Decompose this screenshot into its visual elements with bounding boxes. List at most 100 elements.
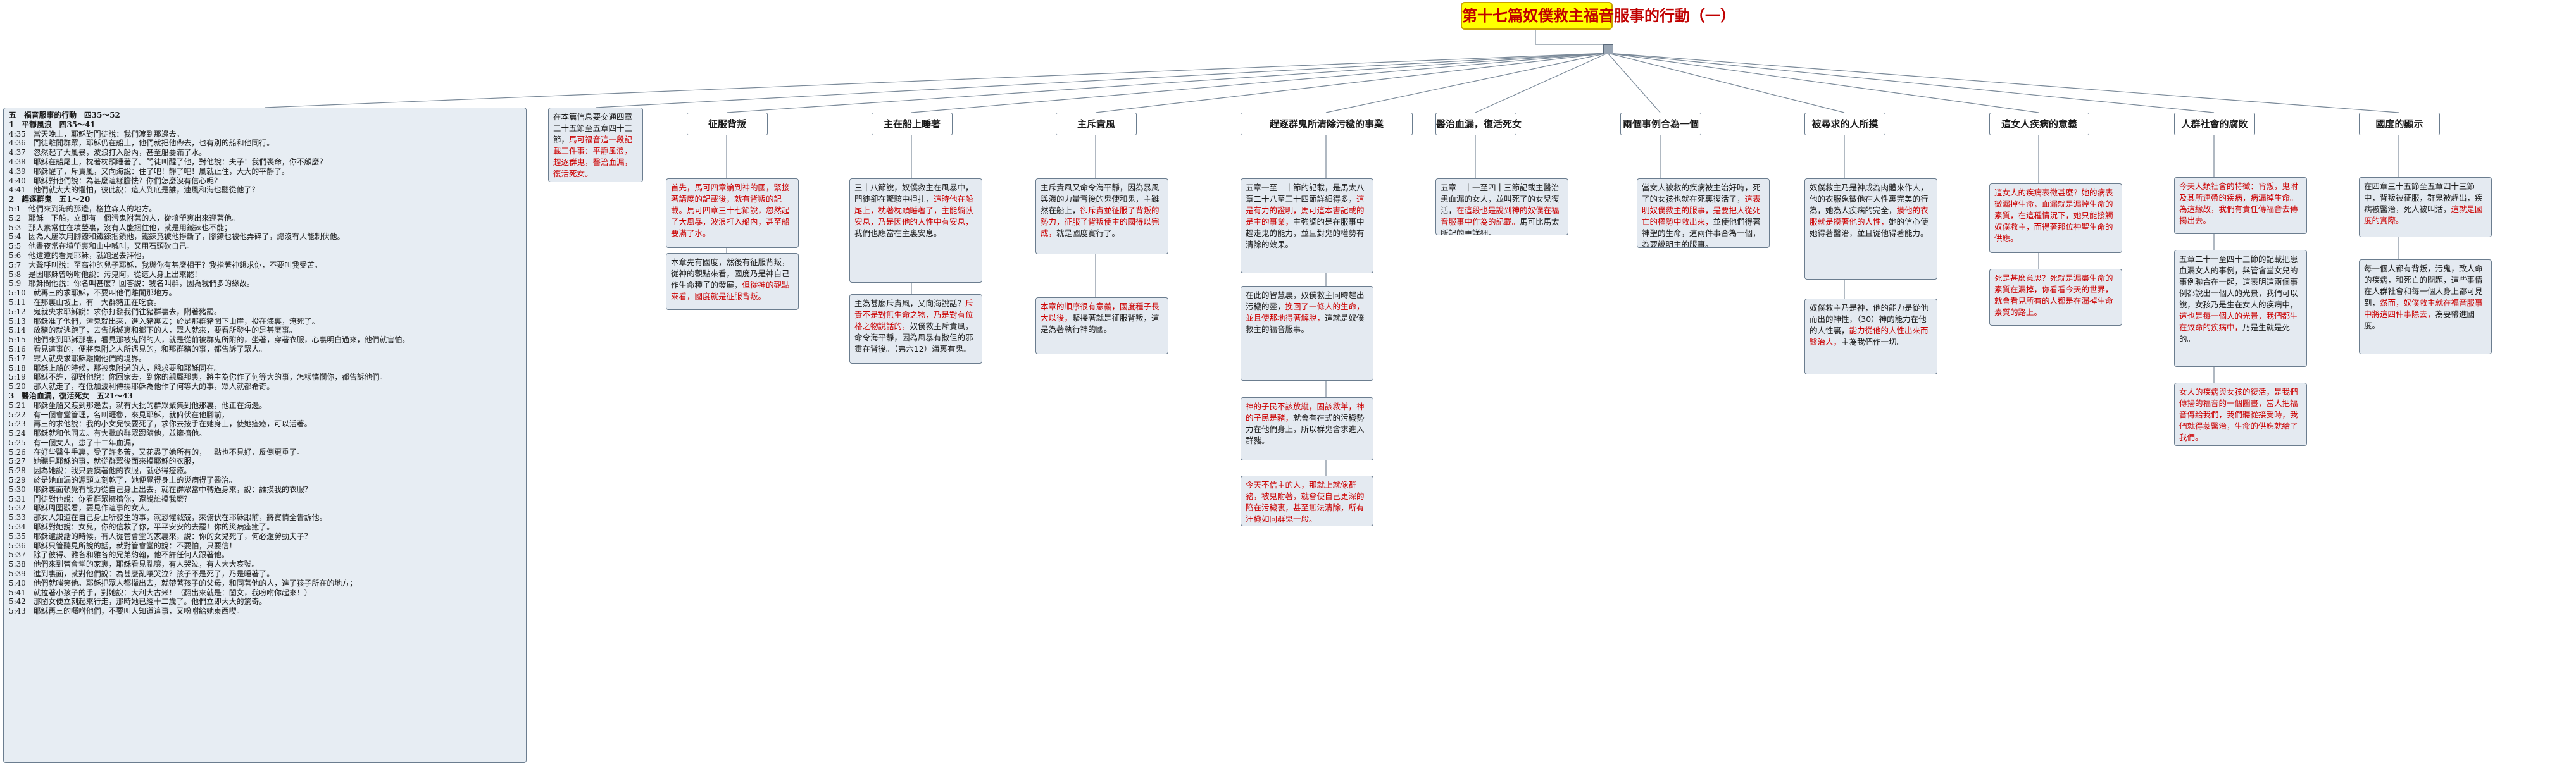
- root-topic[interactable]: 第十七篇奴僕救主福音服事的行動（一）: [1461, 2, 1735, 30]
- outline-verse-line: 5:5 他晝夜常在墳塋裏和山中喊叫，又用石頭砍自己。: [9, 242, 194, 251]
- outline-verse-line: 5:26 在好些醫生手裏，受了許多苦，又花盡了她所有的，一點也不見好，反倒更重了…: [9, 447, 304, 457]
- outline-verse-line: 5:25 有一個女人，患了十二年血漏，: [9, 438, 139, 447]
- intro-node[interactable]: 在本篇信息要交通四章三十五節至五章四十三節，馬可福音這一段記載三件事：平靜風浪，…: [548, 108, 643, 182]
- outline-section-heading: 3 醫治血漏，復活死女 五21～43: [9, 391, 133, 400]
- connector-line: [595, 53, 1608, 108]
- topic-note[interactable]: 當女人被救的疾病被主治好時，死了的女孩也就在死裏復活了，這表明奴僕救主的服事，是…: [1637, 178, 1770, 248]
- note-highlight: 這也是每一個人的光景，我們都生在致命的疾病中，: [2179, 311, 2298, 332]
- note-text: 主斥責風又命令海平靜，因為暴風與海的力量背後的鬼使和鬼，主雖然在船上，: [1041, 183, 1160, 215]
- topic-note[interactable]: 五章二十一至四十三節記載主醫治患血漏的女人，並叫死了的女兒復活，在這段也是說到神…: [1435, 178, 1568, 235]
- topic-note[interactable]: 本章的順序很有意義，國度種子長大以後，緊接著就是征服背叛，這是為著執行神的國。: [1035, 297, 1168, 354]
- note-highlight: 能力從他的人性出來而醫治人，: [1810, 326, 1929, 347]
- topic-note[interactable]: 主為甚麼斥責風，又向海說話？斥責不是對無生命之物，乃是對有位格之物說話的，奴僕救…: [849, 294, 982, 364]
- outline-verse-line: 5:29 於是她血漏的源頭立刻乾了，她便覺得身上的災病得了醫治。: [9, 476, 237, 485]
- outline-verse-line: 5:34 耶穌對她說：女兒，你的信救了你，平平安安的去罷！你的災病痊癒了。: [9, 522, 275, 532]
- outline-section-heading: 2 趕逐群鬼 五1～20: [9, 195, 91, 204]
- note-highlight: 挽回了一條人的生命，並且使那地得著解脫，: [1246, 302, 1365, 323]
- topic-note[interactable]: 主斥責風又命令海平靜，因為暴風與海的力量背後的鬼使和鬼，主雖然在船上，卻斥責並征…: [1035, 178, 1168, 254]
- note-text: 這就是奴僕救主的福音服事。: [1246, 313, 1365, 334]
- connector-line: [1095, 53, 1608, 113]
- outline-verse-line: 5:13 耶穌准了他們，污鬼就出來，進入豬裏去；於是那群豬闖下山崖，投在海裏，淹…: [9, 316, 320, 326]
- outline-verse-line: 5:8 是因耶穌曾吩咐他說：污鬼阿，從這人身上出來罷！: [9, 269, 202, 279]
- outline-verse-line: 5:38 他們來到管會堂的家裏，耶穌看見亂嚷，有人哭泣，有人大大哀號。: [9, 560, 259, 569]
- topic-note[interactable]: 在四章三十五節至五章四十三節中，背叛被征服，群鬼被趕出，疾病被醫治，死人被叫活，…: [2359, 177, 2492, 237]
- outline-verse-line: 5:21 耶穌坐船又渡到那邊去，就有大批的群眾聚集到他那裏，他正在海邊。: [9, 400, 267, 410]
- note-text: 乃是生就是死的。: [2179, 323, 2291, 343]
- topic-note[interactable]: 奴僕救主乃是神，他的能力是從他而出的神性，（30）神的能力在他的人性裏，能力從他…: [1804, 299, 1937, 374]
- topic-note[interactable]: 在此的智慧裏，奴僕救主同時趕出污穢的靈，挽回了一條人的生命，並且使那地得著解脫，…: [1241, 286, 1373, 381]
- note-text: 並使他們得著神聖的生命，這兩件事合為一個，為要說明主的服事。: [1642, 217, 1761, 248]
- topic-header[interactable]: 征服背叛: [687, 113, 768, 135]
- note-text: 我們也應當在主裏安息。: [854, 228, 942, 238]
- outline-verse-line: 4:38 耶穌在船尾上，枕著枕頭睡著了。門徒叫醒了他，對他說：夫子！我們喪命，你…: [9, 157, 327, 166]
- connector-line: [264, 53, 1608, 108]
- topic-note[interactable]: 五章一至二十節的記載，是馬太八章二十八至三十四節詳細得多，這是有力的證明，馬可這…: [1241, 178, 1373, 273]
- outline-verse-line: 5:23 再三的求他說：我的小女兒快要死了，求你去按手在她身上，使她痊癒，可以活…: [9, 419, 312, 429]
- topic-note[interactable]: 本章先有國度，然後有征服背叛，從神的觀點來看，國度乃是神自己作生命種子的發展，但…: [666, 253, 799, 310]
- note-text: 緊接著就是征服背叛，這是為著執行神的國。: [1041, 313, 1160, 334]
- topic-note[interactable]: 每一個人都有背叛，污鬼，致人命的疾病，和死亡的問題，這些事情在人群社會和每一個人…: [2359, 259, 2492, 354]
- outline-verse-line: 5:15 他們來到耶穌那裏，看見那被鬼附的人，就是從前被群鬼所附的，坐著，穿著衣…: [9, 335, 410, 345]
- topic-header[interactable]: 被尋求的人所摸: [1804, 113, 1885, 135]
- connector-line: [1607, 53, 2215, 113]
- connector-line: [1475, 53, 1608, 113]
- outline-verse-line: 5:14 放豬的就逃跑了，去告訴城裏和鄉下的人，眾人就來，要看所發生的是甚麼事。: [9, 326, 297, 335]
- note-highlight: 這表明奴僕救主的服事，是要把人從死亡的權勢中救出來，: [1642, 194, 1761, 226]
- note-text: 在此的智慧裏，奴僕救主同時趕出污穢的靈，: [1246, 290, 1365, 311]
- outline-verse-line: 5:22 有一個會堂管理，名叫睚魯，來見耶穌，就俯伏在他腳前，: [9, 410, 229, 419]
- outline-verse-line: 5:12 鬼就央求耶穌說：求你打發我們往豬群裏去，附著豬罷。: [9, 307, 222, 316]
- note-text: 主為甚麼斥責風，又向海說話？: [854, 299, 966, 308]
- note-text: 當女人被救的疾病被主治好時，死了的女孩也就在死裏復活了，: [1642, 183, 1761, 204]
- note-highlight: 本章的順序很有意義，國度種子長大以後，: [1041, 302, 1160, 323]
- hub-node[interactable]: [1603, 44, 1613, 54]
- note-text: 五章二十一至四十三節的記載把患血漏女人的事例，與管會堂女兒的事例聯合在一起，這表…: [2179, 254, 2298, 309]
- topic-note[interactable]: 女人的疾病與女孩的復活，是我們傳揚的福音的一個圖畫，當人把福音傳給我們，我們聽從…: [2174, 383, 2307, 446]
- note-text: 三十八節說，奴僕救主在風暴中，門徒卻在驚駭中掙扎，: [854, 183, 973, 204]
- topic-note[interactable]: 三十八節說，奴僕救主在風暴中，門徒卻在驚駭中掙扎，這時他在船尾上，枕著枕頭睡著了…: [849, 178, 982, 283]
- outline-section-heading: 1 平靜風浪 四35～41: [9, 120, 96, 129]
- note-text: 奴僕救主乃是神成為肉體來作人，他的衣服象徵他在人性裏完美的行為，她為人疾病的完全…: [1810, 183, 1929, 215]
- note-highlight: 但從神的觀點來看，國度就是征服背叛。: [671, 280, 790, 301]
- note-highlight: 摸他的衣服就是摸著他的人性，: [1810, 206, 1929, 226]
- note-highlight: 斥責不是對無生命之物，乃是對有位格之物說話的，: [854, 299, 973, 331]
- outline-verse-line: 5:4 因為人屢次用腳鐐和鐵鍊捆鎖他，鐵鍊竟被他掙斷了，腳鐐也被他弄碎了，總沒有…: [9, 232, 345, 242]
- outline-verse-line: 5:39 進到裏面，就對他們說：為甚麼亂嚷哭泣？孩子不是死了，乃是睡著了。: [9, 569, 275, 579]
- topic-note[interactable]: 死是甚麼意思？死就是漏盡生命的素質在漏掉，你看看今天的世界，就會看見所有的人都是…: [1989, 269, 2122, 326]
- connector-line: [1325, 53, 1608, 113]
- topic-note[interactable]: 五章二十一至四十三節的記載把患血漏女人的事例，與管會堂女兒的事例聯合在一起，這表…: [2174, 250, 2307, 367]
- topic-note[interactable]: 首先，馬可四章論到神的國，緊接著講度的記載後，就有背叛的記載。馬可四章三十七節說…: [666, 178, 799, 248]
- topic-header[interactable]: 趕逐群鬼所清除污穢的事業: [1241, 113, 1413, 135]
- note-text: 在四章三十五節至五章四十三節中，背叛被征服，群鬼被趕出，疾病被醫治，死人被叫活，: [2364, 182, 2483, 214]
- note-highlight: 這就是國度的實際。: [2364, 204, 2483, 225]
- outline-verse-line: 5:36 耶穌只管聽見所說的話，就對管會堂的說：不要怕，只要信！: [9, 541, 237, 550]
- note-text: 奴僕救主斥責風，命令海平靜，因為風暴有撒但的邪靈在背後。（弗六12）海裏有鬼。: [854, 321, 973, 354]
- topic-header[interactable]: 兩個事例合為一個: [1620, 113, 1701, 135]
- note-text: 她的信心使她得著醫治，並且從他得著能力。: [1810, 217, 1929, 238]
- topic-header[interactable]: 主斥責風: [1056, 113, 1137, 135]
- topic-header[interactable]: 人群社會的腐敗: [2174, 113, 2255, 135]
- topic-header[interactable]: 國度的顯示: [2359, 113, 2440, 135]
- connector-line: [1607, 53, 1845, 113]
- note-highlight: 卻斥責並征服了背叛的勢力，征服了背叛使主的國得以完成，: [1041, 206, 1160, 238]
- topic-header[interactable]: 醫治血漏，復活死女: [1435, 113, 1522, 135]
- topic-note[interactable]: 今天不信主的人，那就上就像群豬，被鬼附著，就會使自己更深的陷在污穢裏，甚至無法清…: [1241, 476, 1373, 526]
- note-text: 主為我們作一切。: [1841, 337, 1905, 347]
- topic-note[interactable]: 奴僕救主乃是神成為肉體來作人，他的衣服象徵他在人性裏完美的行為，她為人疾病的完全…: [1804, 178, 1937, 280]
- topic-header[interactable]: 主在船上睡著: [872, 113, 953, 135]
- note-text: 五章二十一至四十三節記載主醫治患血漏的女人，並叫死了的女兒復活，: [1441, 183, 1560, 215]
- outline-verse-line: 5:42 那閨女便立刻起來行走，那時她已經十二歲了。他們立即大大的驚奇。: [9, 597, 267, 607]
- connector-line: [1607, 53, 1661, 113]
- note-text: 每一個人都有背叛，污鬼，致人命的疾病，和死亡的問題，這些事情在人群社會和每一個人…: [2364, 264, 2483, 307]
- outline-verse-line: 5:6 他遠遠的看見耶穌，就跑過去拜他，: [9, 250, 149, 260]
- topic-note[interactable]: 這女人的疾病表徵甚麼？她的病表徵漏掉生命，血漏就是漏掉生命的素質，在這種情況下，…: [1989, 183, 2122, 253]
- outline-verse-line: 5:27 她聽見耶穌的事，就從群眾後面來摸耶穌的衣服，: [9, 457, 199, 466]
- outline-verse-line: 4:39 耶穌醒了，斥責風，又向海說：住了吧！靜了吧！風就止住，大大的平靜了。: [9, 166, 289, 176]
- note-highlight: 這是有力的證明，馬可這本書記載的是主的事業，: [1246, 194, 1365, 226]
- topic-note[interactable]: 今天人類社會的特徵：背叛，鬼附及其所連帶的疾病，病漏掉生命。為這緣故，我們有責任…: [2174, 177, 2307, 234]
- outline-verse-line: 4:37 忽然起了大風暴，波浪打入船內，甚至船要滿了水。: [9, 148, 207, 158]
- outline-verse-line: 5:20 那人就走了，在低加波利傳揚耶穌為他作了何等大的事，眾人就都希奇。: [9, 382, 275, 392]
- topic-note[interactable]: 神的子民不該放縱，固該救羊，神的子民是豬，就會有在式的污穢勢力在他們身上，所以群…: [1241, 397, 1373, 460]
- topic-header[interactable]: 這女人疾病的意義: [1989, 113, 2089, 135]
- connector-line: [726, 53, 1608, 113]
